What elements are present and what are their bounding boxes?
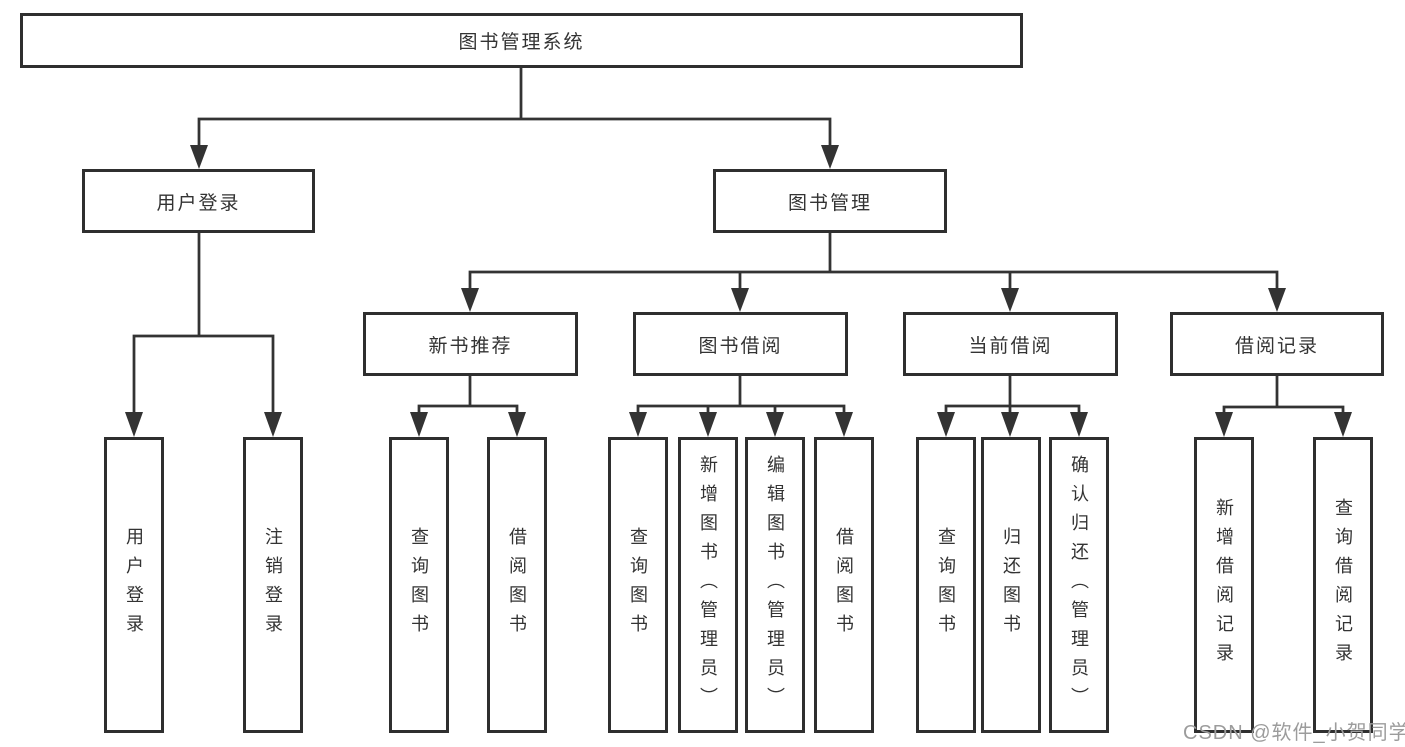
leaf-label: 查询图书 (936, 527, 956, 643)
arrowhead (766, 412, 784, 437)
node-label: 图书管理系统 (458, 32, 585, 53)
leaf-borrow-books: 借阅图书 (814, 437, 874, 733)
leaf-label: 借阅图书 (834, 527, 854, 643)
arrowhead (1215, 412, 1233, 437)
leaf-label: 借阅图书 (507, 527, 527, 643)
leaf-user-login: 用户登录 (104, 437, 164, 733)
leaf-add-borrow-record: 新增借阅记录 (1194, 437, 1254, 733)
arrowhead (1334, 412, 1352, 437)
arrowhead (629, 412, 647, 437)
leaf-label: 查询借阅记录 (1333, 498, 1353, 672)
arrowhead (1070, 412, 1088, 437)
csdn-watermark: CSDN @软件_小贺同学 (1183, 722, 1405, 744)
leaf-recommend-query-books: 查询图书 (389, 437, 449, 733)
node-label: 用户登录 (156, 192, 241, 214)
leaf-edit-books-admin: 编辑图书（管理员） (745, 437, 805, 733)
arrowhead (731, 288, 749, 312)
node-root-system: 图书管理系统 (20, 13, 1023, 68)
connector-borrow-records-to-leaves (1215, 376, 1352, 437)
leaf-label: 确认归还（管理员） (1069, 454, 1089, 716)
leaf-recommend-borrow-books: 借阅图书 (487, 437, 547, 733)
node-book-borrow: 图书借阅 (633, 312, 848, 376)
node-borrow-records: 借阅记录 (1170, 312, 1384, 376)
leaf-label: 查询图书 (628, 527, 648, 643)
connector-current-borrow-to-leaves (937, 376, 1088, 437)
node-label: 图书借阅 (698, 335, 783, 357)
connector-new-book-recommend-to-leaves (410, 376, 526, 437)
arrowhead (461, 288, 479, 312)
leaf-label: 新增借阅记录 (1214, 498, 1234, 672)
connector-root-to-level2 (190, 68, 839, 169)
node-new-book-recommend: 新书推荐 (363, 312, 578, 376)
leaf-confirm-return-admin: 确认归还（管理员） (1049, 437, 1109, 733)
connector-user-login-to-leaves (125, 233, 282, 437)
node-user-login: 用户登录 (82, 169, 315, 233)
node-current-borrow: 当前借阅 (903, 312, 1118, 376)
arrowhead (125, 412, 143, 437)
arrowhead (508, 412, 526, 437)
arrowhead (1001, 288, 1019, 312)
connector-book-borrow-to-leaves (629, 376, 853, 437)
arrowhead (821, 145, 839, 169)
leaf-current-query-books: 查询图书 (916, 437, 976, 733)
node-label: 当前借阅 (968, 335, 1053, 357)
leaf-label: 归还图书 (1001, 527, 1021, 643)
leaf-add-books-admin: 新增图书（管理员） (678, 437, 738, 733)
leaf-label: 查询图书 (409, 527, 429, 643)
arrowhead (410, 412, 428, 437)
arrowhead (264, 412, 282, 437)
leaf-query-borrow-record: 查询借阅记录 (1313, 437, 1373, 733)
arrowhead (1001, 412, 1019, 437)
leaf-borrow-query-books: 查询图书 (608, 437, 668, 733)
node-label: 新书推荐 (428, 335, 513, 357)
arrowhead (937, 412, 955, 437)
connector-book-management-to-level3 (461, 233, 1286, 312)
leaf-label: 编辑图书（管理员） (765, 454, 785, 716)
node-book-management: 图书管理 (713, 169, 947, 233)
leaf-label: 用户登录 (124, 527, 144, 643)
arrowhead (835, 412, 853, 437)
arrowhead (190, 145, 208, 169)
arrowhead (699, 412, 717, 437)
leaf-label: 注销登录 (263, 527, 283, 643)
leaf-return-books: 归还图书 (981, 437, 1041, 733)
leaf-logout: 注销登录 (243, 437, 303, 733)
arrowhead (1268, 288, 1286, 312)
leaf-label: 新增图书（管理员） (698, 454, 718, 716)
node-label: 图书管理 (787, 192, 872, 214)
node-label: 借阅记录 (1234, 335, 1319, 357)
